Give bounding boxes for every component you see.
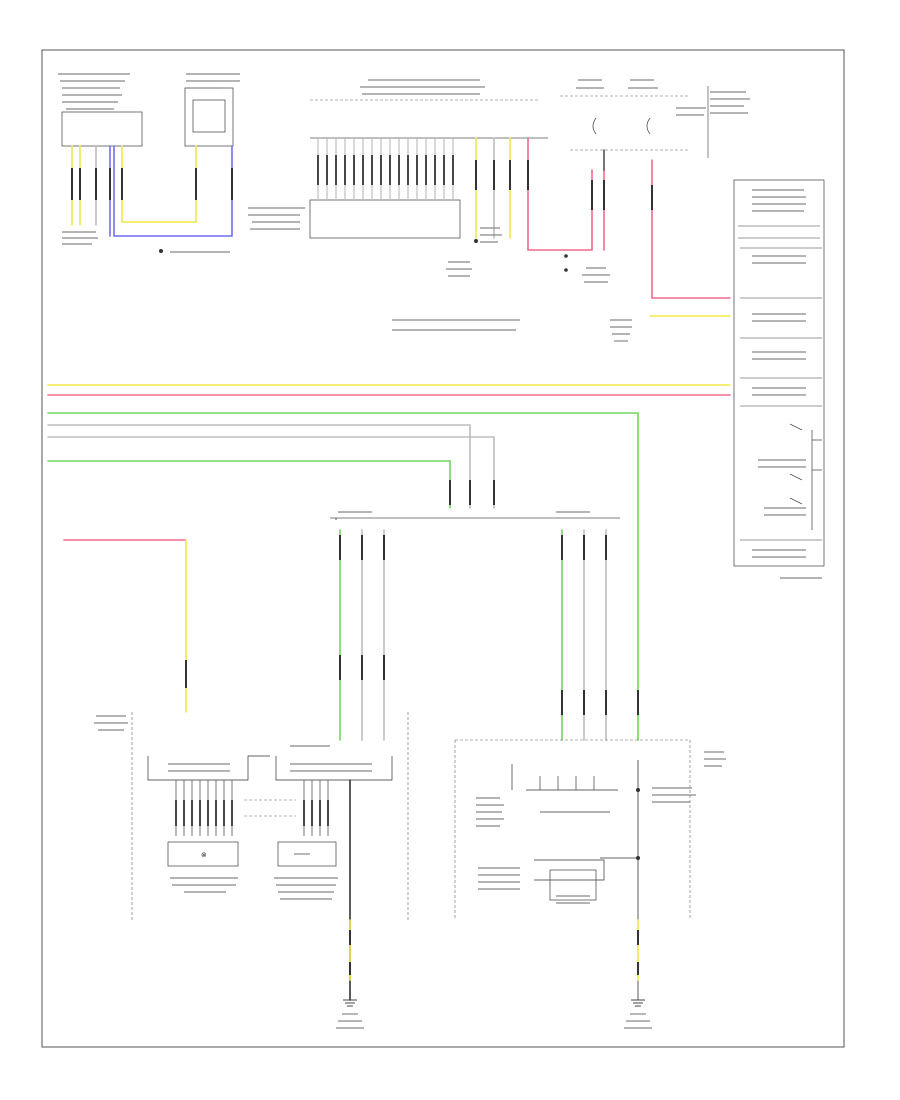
bus-gray-2	[47, 436, 495, 509]
left-headlight-assembly: ⊗	[94, 712, 409, 1029]
fuse-group	[560, 79, 750, 299]
wire-pink-right	[651, 159, 731, 299]
top-left-module-group	[58, 73, 240, 253]
wire-pink-center	[527, 137, 593, 251]
bus-wires	[47, 315, 731, 741]
bus-green-2	[47, 460, 451, 509]
splice-dot	[159, 249, 163, 253]
light-switch-box	[733, 179, 825, 567]
control-module-right	[184, 87, 234, 147]
fuse-1-icon	[592, 117, 597, 135]
light-switch	[733, 179, 825, 579]
switch-contact-icon	[789, 423, 822, 530]
left-position-light-bulb	[277, 841, 337, 867]
diagram-frame	[41, 49, 845, 1048]
ground-symbol-icon	[343, 999, 357, 1007]
module-inner-box	[192, 99, 226, 133]
bulb-icon: ⊗	[201, 851, 207, 859]
left-pins-a	[175, 780, 233, 836]
right-assembly	[454, 739, 726, 1029]
top-center-module-group	[248, 79, 610, 283]
left-pins-b	[303, 780, 329, 836]
relay-module-box	[309, 199, 461, 239]
ground-symbol-icon	[631, 999, 645, 1007]
mid-connectors	[63, 511, 639, 741]
left-front-turn-signal-bulb	[167, 841, 239, 867]
center-wire-comb	[317, 138, 454, 200]
bus-green-1	[47, 412, 639, 741]
fuse-2-icon	[646, 117, 651, 135]
control-module-left	[61, 111, 143, 147]
wire-yellow-3	[121, 145, 197, 223]
